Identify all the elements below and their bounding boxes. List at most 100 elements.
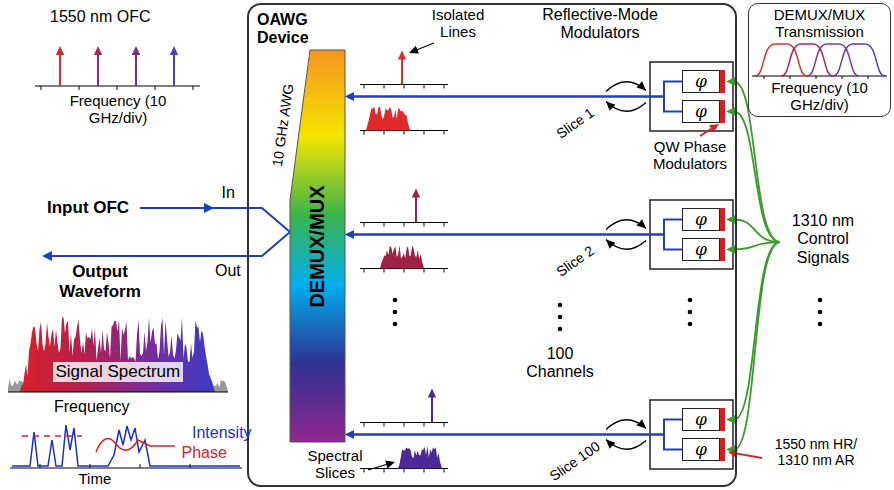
control-signal-line: [734, 220, 780, 243]
arrowhead: [606, 440, 615, 449]
connector-line: [353, 82, 682, 97]
tick: [444, 423, 445, 427]
label-text: Isolated Lines: [420, 6, 496, 41]
arrowhead: [726, 415, 735, 423]
reflection-arrow: [606, 240, 646, 250]
label-text: Reflective-Mode Modulators: [530, 6, 670, 43]
phase-symbol: φ: [683, 71, 719, 91]
tick: [444, 469, 445, 473]
label-text: Frequency (10 GHz/div): [68, 92, 168, 127]
tick: [384, 223, 385, 227]
tick: [424, 85, 425, 89]
tick: [384, 469, 385, 473]
connector: [345, 230, 682, 249]
hr-coating: [720, 438, 725, 461]
reflection-arrow: [606, 102, 646, 112]
hr-coating: [720, 100, 725, 123]
tick: [444, 269, 445, 273]
arrow-line: [416, 43, 434, 50]
tick: [404, 131, 405, 135]
phase-modulator: φ: [682, 438, 720, 461]
device-enclosure: OAWG Device10 GHz AWGDEMUX/MUXφφφφφφ: [247, 3, 737, 487]
arrow-line: [59, 54, 61, 86]
tick: [424, 423, 425, 427]
tick: [444, 85, 445, 89]
arrow-line: [700, 128, 712, 136]
tick: [424, 469, 425, 473]
filter-passband: [755, 44, 807, 76]
label-text: 1550 nm OFC: [50, 8, 150, 26]
tick: [384, 423, 385, 427]
label-text: Input OFC: [47, 198, 129, 218]
device-title: OAWG Device: [257, 11, 319, 48]
arrow-line: [401, 59, 403, 85]
arrow-line: [135, 54, 137, 86]
label-text: Slice 1: [553, 104, 597, 141]
phase-symbol: φ: [683, 239, 719, 259]
phase-trace: [22, 435, 82, 437]
hr-coating: [720, 70, 725, 93]
demux-label: DEMUX/MUX: [306, 185, 329, 307]
tick: [424, 223, 425, 227]
tick: [384, 85, 385, 89]
ticks: [41, 86, 193, 90]
label-text: Output Waveform: [48, 262, 152, 301]
connector: [345, 220, 682, 239]
hr-coating: [720, 408, 725, 431]
phase-modulator: φ: [682, 408, 720, 431]
arrowhead: [428, 389, 436, 398]
reflection-arrow: [606, 440, 646, 450]
phase-modulator: φ: [682, 100, 720, 123]
phase-modulator: φ: [682, 238, 720, 261]
arrow-line: [368, 464, 387, 470]
phase-symbol: φ: [683, 409, 719, 429]
tick: [404, 469, 405, 473]
tick: [364, 469, 365, 473]
label-text: QW Phase Modulators: [644, 138, 736, 173]
label-text: Phase: [182, 444, 227, 462]
transmission-inset: DEMUX/MUX TransmissionFrequency (10 GHz/…: [748, 3, 891, 117]
inset-title: DEMUX/MUX Transmission: [755, 7, 884, 40]
arrowhead: [345, 430, 354, 438]
connector: [345, 420, 682, 439]
arrowhead: [345, 230, 354, 238]
output-line: [50, 232, 290, 256]
arrowhead: [726, 107, 735, 115]
arrowhead: [42, 251, 52, 261]
label-text: 100 Channels: [519, 345, 601, 382]
label-text: Intensity: [192, 424, 252, 442]
arrowhead: [132, 46, 140, 55]
arrow-line: [173, 54, 175, 86]
axis: [752, 76, 887, 77]
arrowhead: [726, 215, 735, 223]
phase-symbol: φ: [683, 209, 719, 229]
arrowhead: [726, 77, 735, 85]
tick: [364, 269, 365, 273]
label-text: Slice 2: [553, 242, 597, 279]
arrowhead: [398, 51, 406, 60]
control-signal-line: [734, 242, 780, 450]
phase-modulator: φ: [682, 70, 720, 93]
phase-modulator: φ: [682, 208, 720, 231]
input-line: [140, 208, 290, 232]
arrowhead: [726, 245, 735, 253]
reflection-arrow: [606, 220, 646, 230]
tick: [364, 223, 365, 227]
arrowhead: [637, 81, 646, 90]
reflection-arrow: [606, 82, 646, 92]
tick: [444, 131, 445, 135]
axis: [8, 392, 228, 393]
connector-line: [353, 435, 682, 450]
arrow-line: [97, 54, 99, 86]
arrowhead: [345, 230, 354, 238]
axis-label: Frequency (10 GHz/div): [755, 80, 884, 113]
reflection-arrow: [606, 420, 646, 430]
tick: [424, 269, 425, 273]
label-text: Slice 100: [547, 437, 603, 483]
arrowhead: [709, 124, 719, 132]
phase-symbol: φ: [683, 439, 719, 459]
connector-line: [353, 97, 682, 112]
